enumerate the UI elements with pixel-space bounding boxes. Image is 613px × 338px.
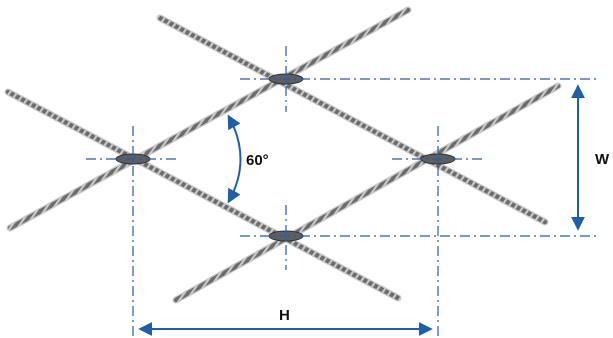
rope-group-ascending	[6, 6, 562, 304]
angle-arc-arrow	[227, 114, 242, 204]
width-label: W	[595, 151, 610, 168]
center-lines	[86, 46, 597, 338]
ferrules	[115, 73, 456, 242]
wire-rope	[173, 83, 561, 303]
dimension-arrows	[138, 84, 585, 336]
wire-rope	[157, 15, 548, 225]
wire-rope	[7, 7, 411, 231]
wire-rope	[5, 89, 401, 301]
rope-group-descending	[4, 14, 549, 302]
height-label: H	[279, 307, 290, 324]
angle-label: 60°	[246, 152, 269, 169]
